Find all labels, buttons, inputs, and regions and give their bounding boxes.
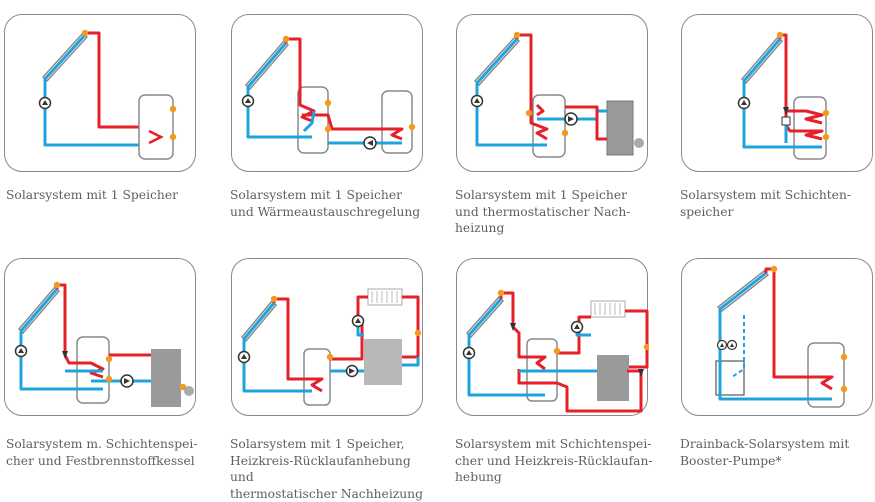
diagram-card [456, 14, 648, 172]
system-tile-3[interactable] [452, 10, 650, 172]
caption-3: Solarsystem mit 1 Speicher und thermosta… [455, 188, 631, 235]
caption-4: Solarsystem mit Schichten- speicher [680, 188, 852, 219]
sensor-icon [169, 133, 177, 141]
diagram-card [4, 258, 196, 416]
system-diagram-8 [715, 265, 848, 408]
caption-8: Drainback-Solarsystem mit Booster-Pumpe* [680, 437, 850, 468]
system-tile-6[interactable] [227, 254, 425, 416]
sensor-icon [81, 29, 89, 37]
system-tile-7[interactable] [452, 254, 650, 416]
system-diagram-1 [38, 29, 177, 160]
caption-6: Solarsystem mit 1 Speicher, Heizkreis-Rü… [230, 437, 423, 501]
diagram-card [681, 14, 873, 172]
system-diagram-3 [470, 31, 644, 158]
system-diagram-2 [241, 35, 416, 154]
system-tile-4[interactable] [677, 10, 875, 172]
caption-7: Solarsystem mit Schichtenspei- cher und … [455, 437, 653, 484]
system-tile-2[interactable] [227, 10, 425, 172]
system-diagram-5 [14, 281, 194, 407]
system-tile-8[interactable] [677, 254, 875, 416]
system-tile-1[interactable] [0, 10, 198, 172]
caption-2: Solarsystem mit 1 Speicher und Wärmeaust… [230, 188, 421, 219]
diagram-card [231, 14, 423, 172]
diagram-card [456, 258, 649, 416]
system-diagram-6 [237, 288, 422, 406]
diagram-card [4, 14, 196, 172]
diagram-card [681, 258, 873, 416]
system-diagram-4 [737, 31, 830, 160]
diagram-card [231, 258, 423, 416]
system-tile-5[interactable] [0, 254, 198, 416]
caption-1: Solarsystem mit 1 Speicher [6, 188, 178, 202]
caption-5: Solarsystem m. Schichtenspei- cher und F… [6, 437, 198, 468]
sensor-icon [169, 105, 177, 113]
system-diagram-7 [462, 289, 649, 413]
